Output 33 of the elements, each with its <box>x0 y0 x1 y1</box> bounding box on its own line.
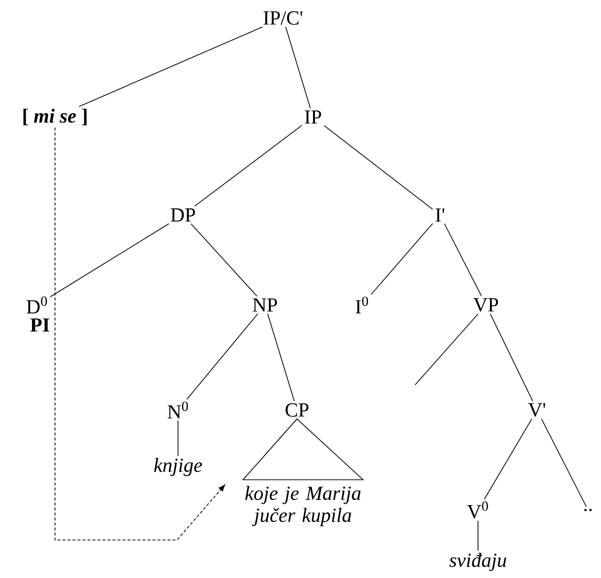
tree-node-label: DP <box>170 208 195 222</box>
tree-branch <box>541 418 587 508</box>
tree-node-label: N$^{0}$ <box>168 402 188 418</box>
tree-branch <box>324 125 434 210</box>
tree-node-label: CP <box>286 403 308 417</box>
tree-branch <box>78 26 263 107</box>
tree-branch <box>414 314 479 386</box>
tree-branch <box>267 313 295 402</box>
word-label: knjige <box>154 458 202 476</box>
clitic-cluster: [ mi se ] <box>23 108 87 126</box>
tree-branch <box>484 418 532 500</box>
tree-branch <box>50 223 170 298</box>
tree-node-label: V' <box>528 403 546 417</box>
tree-branch <box>186 313 258 400</box>
movement-arrow <box>54 127 226 540</box>
tree-node-label: IP <box>304 110 322 124</box>
tree-branch <box>190 223 258 297</box>
tree-node-label: VP <box>473 298 498 312</box>
tree-branch <box>194 124 302 207</box>
tree-branch <box>285 26 311 109</box>
tree-branch <box>444 223 482 296</box>
tree-node-label: IP/C' <box>264 11 302 25</box>
tree-node-label: NP <box>252 298 277 312</box>
tree-node-label: D$^{0}$ <box>26 296 47 314</box>
tree-branch <box>370 223 434 295</box>
tree-branch <box>490 314 534 402</box>
tree-node-label: I$^{0}$ <box>356 296 368 314</box>
word-label: sviđaju <box>449 552 506 572</box>
edge-label: PI <box>29 317 51 333</box>
tree-node-label: .. <box>584 508 592 512</box>
tree-node-label: V$^{0}$ <box>467 501 488 519</box>
tree-node-label: I' <box>436 208 444 222</box>
phrase-text: koje je Marija jučer kupila <box>245 486 361 526</box>
